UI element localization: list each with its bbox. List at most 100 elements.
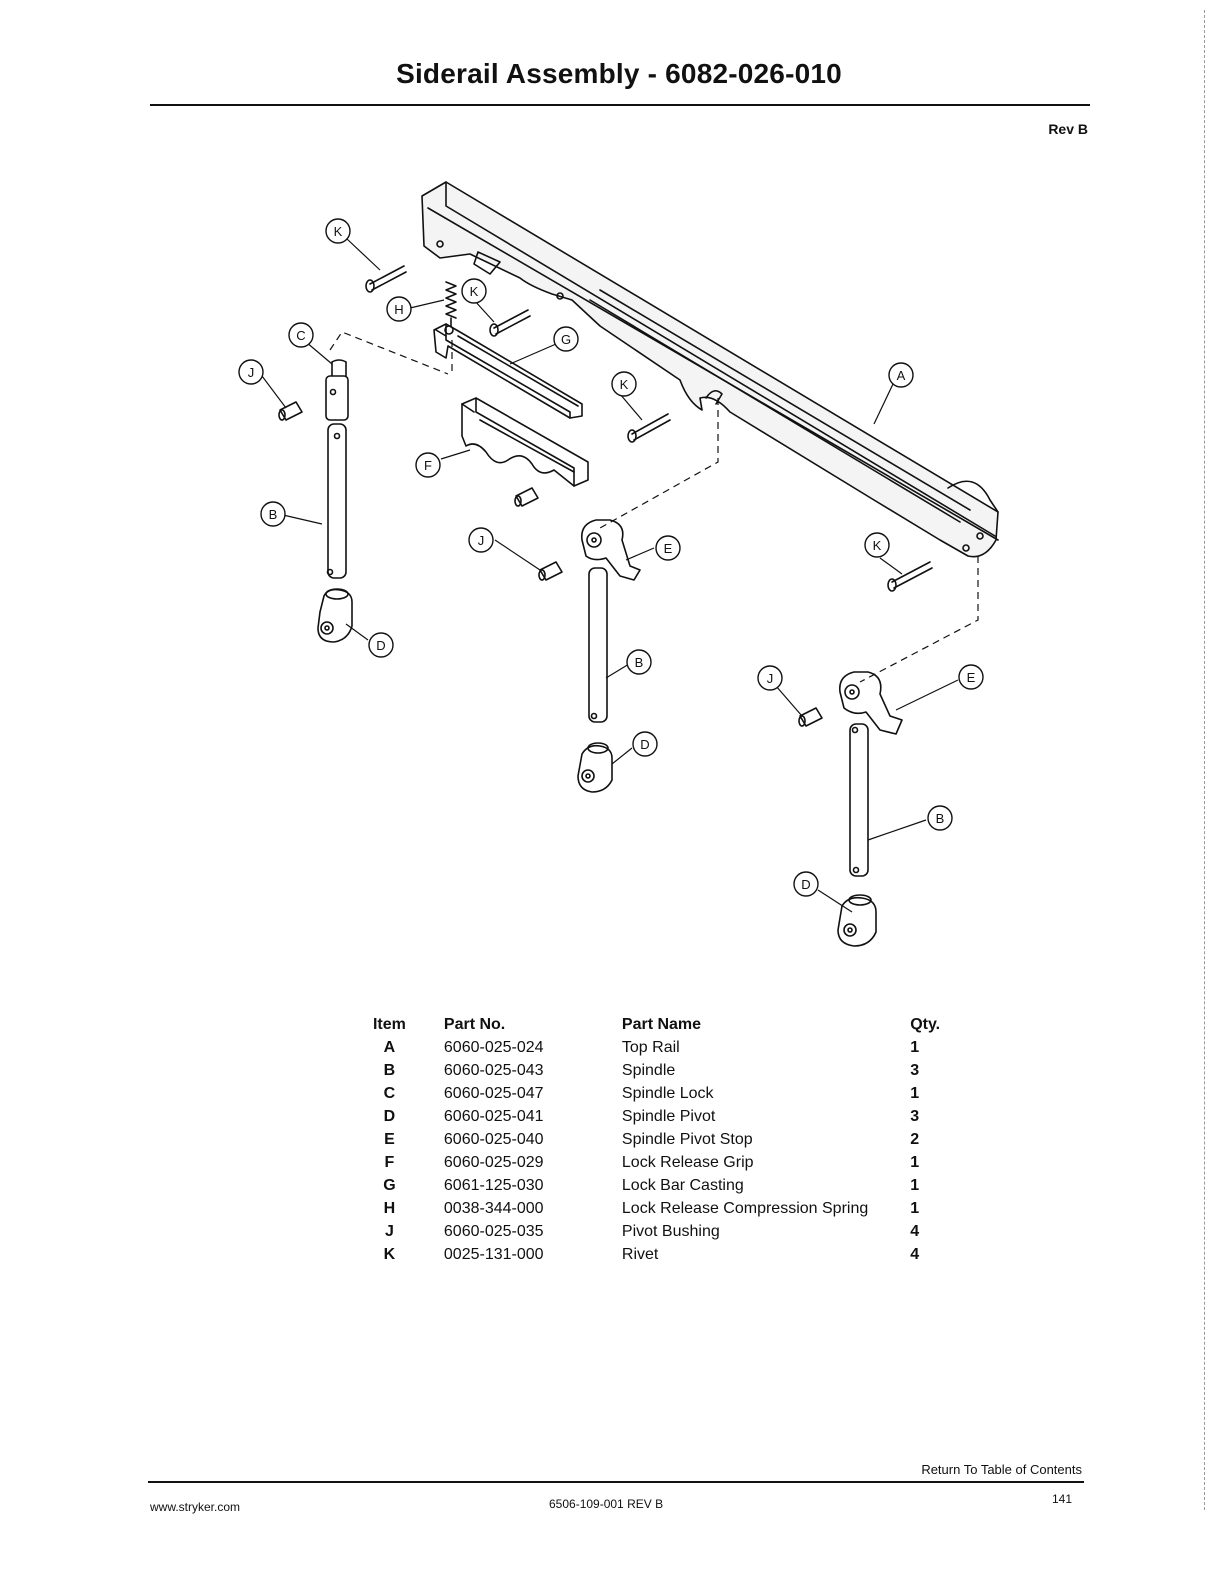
callout-k: K bbox=[461, 278, 487, 304]
cell-qty: 1 bbox=[910, 1085, 920, 1102]
cell-part-no: 6060-025-043 bbox=[443, 1062, 544, 1079]
spindle-center-part bbox=[577, 519, 641, 793]
cell-item: K bbox=[383, 1246, 396, 1263]
spindle-left-part bbox=[317, 359, 353, 643]
footer-website: www.stryker.com bbox=[150, 1500, 241, 1514]
callout-letter: K bbox=[873, 538, 882, 553]
cell-part-no: 0038-344-000 bbox=[443, 1200, 544, 1217]
cell-item: E bbox=[384, 1131, 395, 1148]
cell-item: A bbox=[383, 1039, 396, 1056]
top-rail-part bbox=[421, 181, 999, 558]
cell-part-no: 6060-025-024 bbox=[443, 1039, 544, 1056]
table-row: E 6060-025-040 Spindle Pivot Stop 2 bbox=[335, 1129, 955, 1152]
cell-part-name: Spindle Pivot bbox=[621, 1108, 716, 1125]
rivet-parts bbox=[365, 265, 933, 592]
callout-letter: D bbox=[376, 638, 385, 653]
cell-part-name: Lock Release Compression Spring bbox=[621, 1200, 869, 1217]
callout-a: A bbox=[888, 362, 914, 388]
callout-b: B bbox=[260, 501, 286, 527]
callout-d: D bbox=[368, 632, 394, 658]
table-row: B 6060-025-043 Spindle 3 bbox=[335, 1060, 955, 1083]
cell-part-no: 6060-025-040 bbox=[443, 1131, 544, 1148]
callout-letter: F bbox=[424, 458, 432, 473]
callout-letter: J bbox=[248, 365, 255, 380]
cell-item: J bbox=[384, 1223, 394, 1240]
footer-doc-number: 6506-109-001 REV B bbox=[549, 1497, 664, 1511]
cell-qty: 3 bbox=[910, 1062, 920, 1079]
parts-table-header-row: Item Part No. Part Name Qty. bbox=[335, 1016, 955, 1037]
page-edge-line bbox=[1204, 10, 1205, 1510]
callout-letter: C bbox=[296, 328, 305, 343]
column-header-item: Item bbox=[372, 1016, 406, 1033]
callout-d: D bbox=[793, 871, 819, 897]
callout-letter: A bbox=[897, 368, 906, 383]
callout-letter: B bbox=[269, 507, 278, 522]
footer-divider bbox=[148, 1481, 1084, 1483]
cell-part-no: 6060-025-047 bbox=[443, 1085, 544, 1102]
callout-k: K bbox=[325, 218, 351, 244]
callout-letter: B bbox=[635, 655, 644, 670]
callout-letter: K bbox=[334, 224, 343, 239]
lock-release-grip-part bbox=[461, 397, 589, 487]
cell-item: B bbox=[383, 1062, 396, 1079]
callout-letter: D bbox=[640, 737, 649, 752]
alignment-dashed-lines bbox=[329, 331, 979, 683]
cell-part-no: 0025-131-000 bbox=[443, 1246, 544, 1263]
pivot-bushing-parts bbox=[278, 401, 823, 727]
cell-qty: 2 bbox=[910, 1131, 920, 1148]
cell-qty: 3 bbox=[910, 1108, 920, 1125]
column-header-part-name: Part Name bbox=[621, 1016, 702, 1033]
cell-part-name: Spindle bbox=[621, 1062, 676, 1079]
cell-part-name: Lock Release Grip bbox=[621, 1154, 754, 1171]
callout-letter: H bbox=[394, 302, 403, 317]
cell-part-no: 6060-025-041 bbox=[443, 1108, 544, 1125]
callout-e: E bbox=[958, 664, 984, 690]
callout-letter: D bbox=[801, 877, 810, 892]
callout-b: B bbox=[927, 805, 953, 831]
cell-part-name: Lock Bar Casting bbox=[621, 1177, 744, 1194]
callout-k: K bbox=[611, 371, 637, 397]
title-divider bbox=[150, 104, 1090, 106]
callout-leader-lines bbox=[261, 238, 959, 913]
cell-item: H bbox=[383, 1200, 396, 1217]
table-row: H 0038-344-000 Lock Release Compression Sp… bbox=[335, 1198, 955, 1221]
callout-e: E bbox=[655, 535, 681, 561]
cell-item: C bbox=[383, 1085, 396, 1102]
callout-j: J bbox=[468, 527, 494, 553]
compression-spring-part bbox=[445, 281, 457, 327]
callout-j: J bbox=[757, 665, 783, 691]
callout-letter: E bbox=[664, 541, 673, 556]
callout-letter: J bbox=[478, 533, 485, 548]
callout-b: B bbox=[626, 649, 652, 675]
footer-page-number: 141 bbox=[1052, 1492, 1073, 1506]
cell-qty: 1 bbox=[910, 1177, 920, 1194]
cell-part-no: 6061-125-030 bbox=[443, 1177, 544, 1194]
cell-qty: 1 bbox=[910, 1200, 920, 1217]
spindle-right-part bbox=[837, 671, 903, 947]
cell-part-name: Spindle Pivot Stop bbox=[621, 1131, 753, 1148]
parts-list-table: Item Part No. Part Name Qty. A 6060-025-0… bbox=[335, 1016, 955, 1267]
cell-item: G bbox=[383, 1177, 396, 1194]
callout-letter: K bbox=[470, 284, 479, 299]
cell-part-name: Pivot Bushing bbox=[621, 1223, 720, 1240]
cell-qty: 1 bbox=[910, 1039, 920, 1056]
callout-h: H bbox=[386, 296, 412, 322]
lock-bar-casting-part bbox=[433, 323, 583, 419]
callout-f: F bbox=[415, 452, 441, 478]
cell-item: D bbox=[383, 1108, 396, 1125]
cell-item: F bbox=[384, 1154, 395, 1171]
callout-letter: K bbox=[620, 377, 629, 392]
callout-d: D bbox=[632, 731, 658, 757]
cell-part-no: 6060-025-035 bbox=[443, 1223, 544, 1240]
callout-c: C bbox=[288, 322, 314, 348]
return-to-table-of-contents-link[interactable]: Return To Table of Contents bbox=[921, 1462, 1082, 1477]
page-title: Siderail Assembly - 6082-026-010 bbox=[396, 58, 842, 89]
